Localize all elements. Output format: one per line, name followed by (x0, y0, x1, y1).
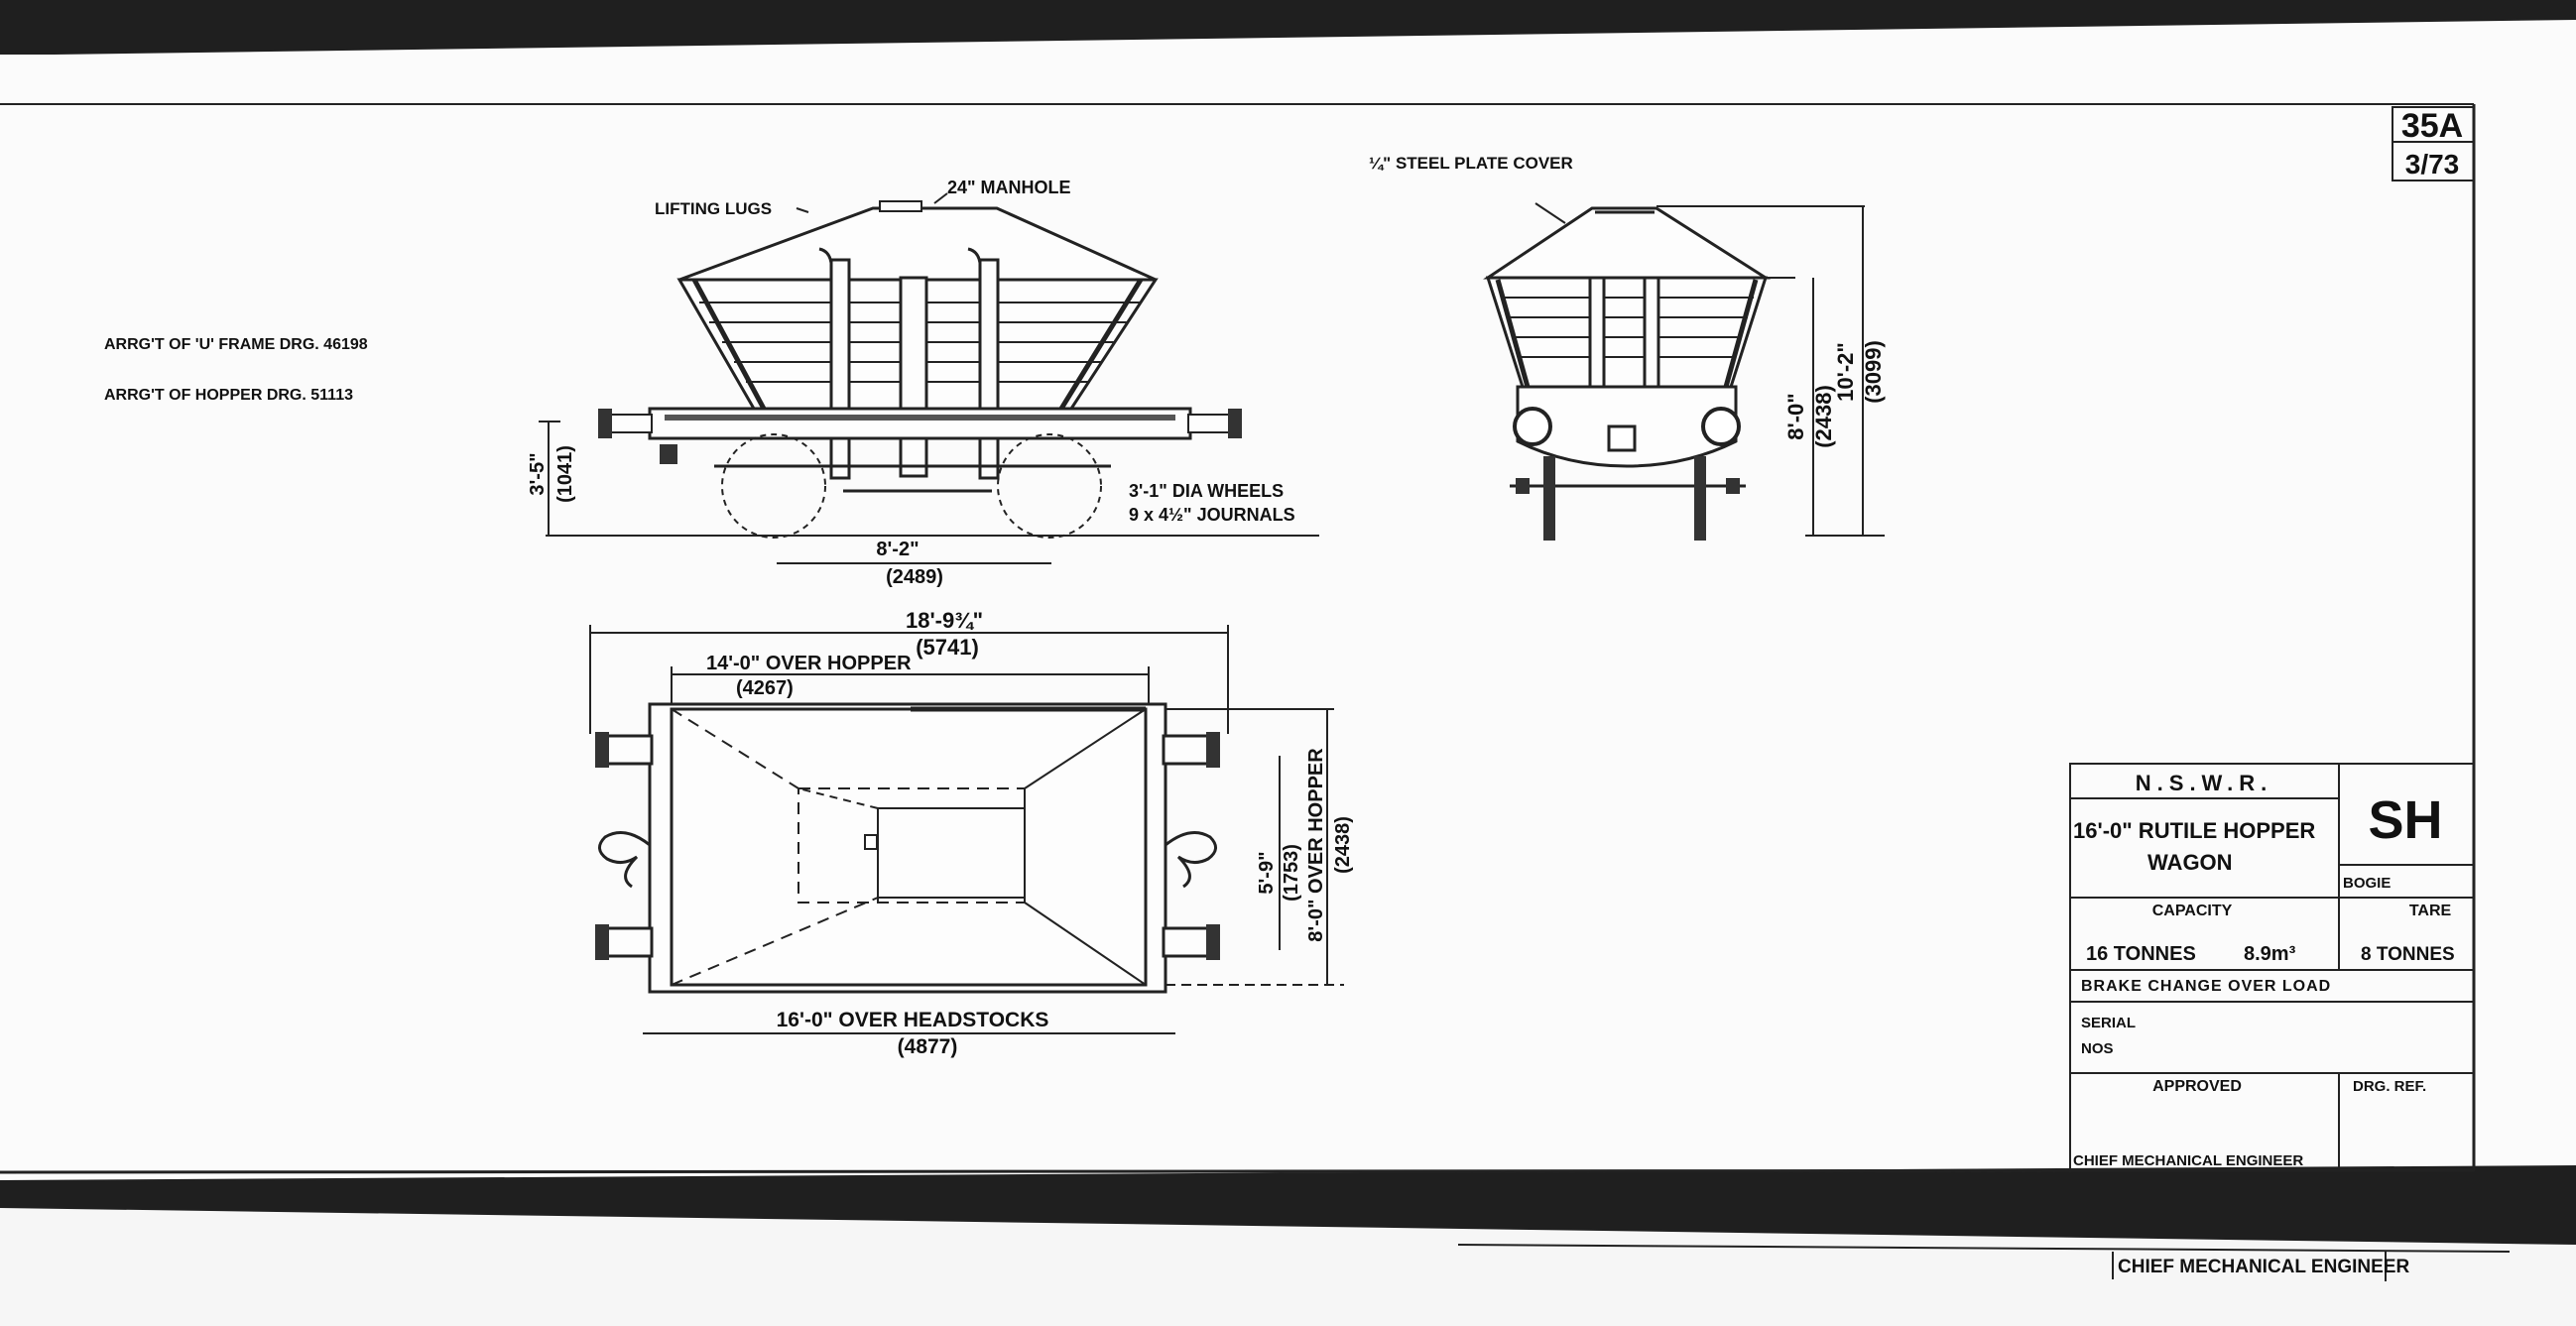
overall-length-mm: (5741) (916, 635, 979, 660)
ref-hopper: ARRG'T OF HOPPER DRG. 51113 (104, 387, 353, 404)
plan-view: 18'-9¾" (5741) 14'-0" OVER HOPPER (4267)… (589, 608, 1354, 1058)
title-line-2: WAGON (2147, 850, 2233, 875)
side-height-ft: 3'-5" (527, 452, 549, 495)
side-height-mm: (1041) (554, 445, 576, 503)
end-width-ft: 8'-0" (1783, 393, 1808, 439)
cover-label: ¼" STEEL PLATE COVER (1369, 154, 1573, 173)
capacity-label: CAPACITY (2152, 903, 2233, 919)
serial-label: SERIAL (2081, 1015, 2136, 1031)
footer-strip: CHIEF MECHANICAL ENGINEER (1457, 1244, 2511, 1281)
hopper-length-ft: 14'-0" OVER HOPPER (706, 653, 912, 674)
wheels-label: 3'-1" DIA WHEELS (1129, 481, 1284, 501)
headstocks-length-ft: 16'-0" OVER HEADSTOCKS (777, 1009, 1049, 1031)
overall-length-ft: 18'-9¾" (906, 608, 983, 633)
hopper-width-mm: (2438) (1332, 816, 1354, 874)
capacity-tonnes: 16 TONNES (2086, 943, 2196, 965)
railway-name: N.S.W.R. (2136, 771, 2272, 795)
bogie-label: BOGIE (2343, 875, 2391, 892)
tare-label: TARE (2409, 903, 2452, 919)
hopper-length-mm: (4267) (736, 677, 794, 699)
brake-change-over: BRAKE CHANGE OVER LOAD (2081, 978, 2331, 995)
wheelbase-mm: (2489) (886, 566, 943, 588)
headstocks-length-mm: (4877) (898, 1035, 958, 1058)
side-elevation: 3'-5" (1041) 8'-2" (2489) LIFTING LUGS 2… (527, 178, 1319, 588)
journals-label: 9 x 4½" JOURNALS (1129, 505, 1295, 525)
tare-value: 8 TONNES (2361, 944, 2455, 965)
main-drawing-paper (0, 20, 2576, 1180)
sheet-number: 35A (2401, 107, 2463, 145)
wheelbase-ft: 8'-2" (876, 539, 919, 560)
title-block (2069, 763, 2475, 1171)
opening-width-ft: 5'-9" (1256, 851, 1278, 894)
sheet-date: 3/73 (2405, 149, 2460, 180)
end-height-mm: (3099) (1861, 340, 1886, 404)
end-height-ft: 10'-2" (1833, 342, 1858, 402)
drg-ref-label: DRG. REF. (2353, 1078, 2426, 1095)
opening-width-mm: (1753) (1281, 844, 1302, 902)
end-width-mm: (2438) (1811, 385, 1836, 448)
lower-paper-strip (0, 1208, 2576, 1326)
approved-label: APPROVED (2152, 1078, 2242, 1095)
title-line-1: 16'-0" RUTILE HOPPER (2073, 818, 2315, 843)
nos-label: NOS (2081, 1040, 2114, 1057)
manhole-label: 24" MANHOLE (947, 178, 1071, 197)
approver-title: CHIEF MECHANICAL ENGINEER (2073, 1152, 2303, 1169)
end-elevation: 8'-0" (2438) 10'-2" (3099) ¼" STEEL PLAT… (1369, 154, 1886, 541)
sheet-number-box: 35A 3/73 (2392, 106, 2475, 181)
ref-u-frame: ARRG'T OF 'U' FRAME DRG. 46198 (104, 336, 368, 353)
title-block-text: N.S.W.R. 16'-0" RUTILE HOPPER WAGON SH B… (2073, 771, 2455, 1169)
capacity-volume: 8.9m³ (2244, 943, 2296, 965)
footer-signature: CHIEF MECHANICAL ENGINEER (2118, 1257, 2409, 1277)
hopper-width-ft: 8'-0" OVER HOPPER (1305, 748, 1327, 942)
lifting-lugs-label: LIFTING LUGS (655, 199, 772, 218)
class-code: SH (2368, 790, 2442, 850)
